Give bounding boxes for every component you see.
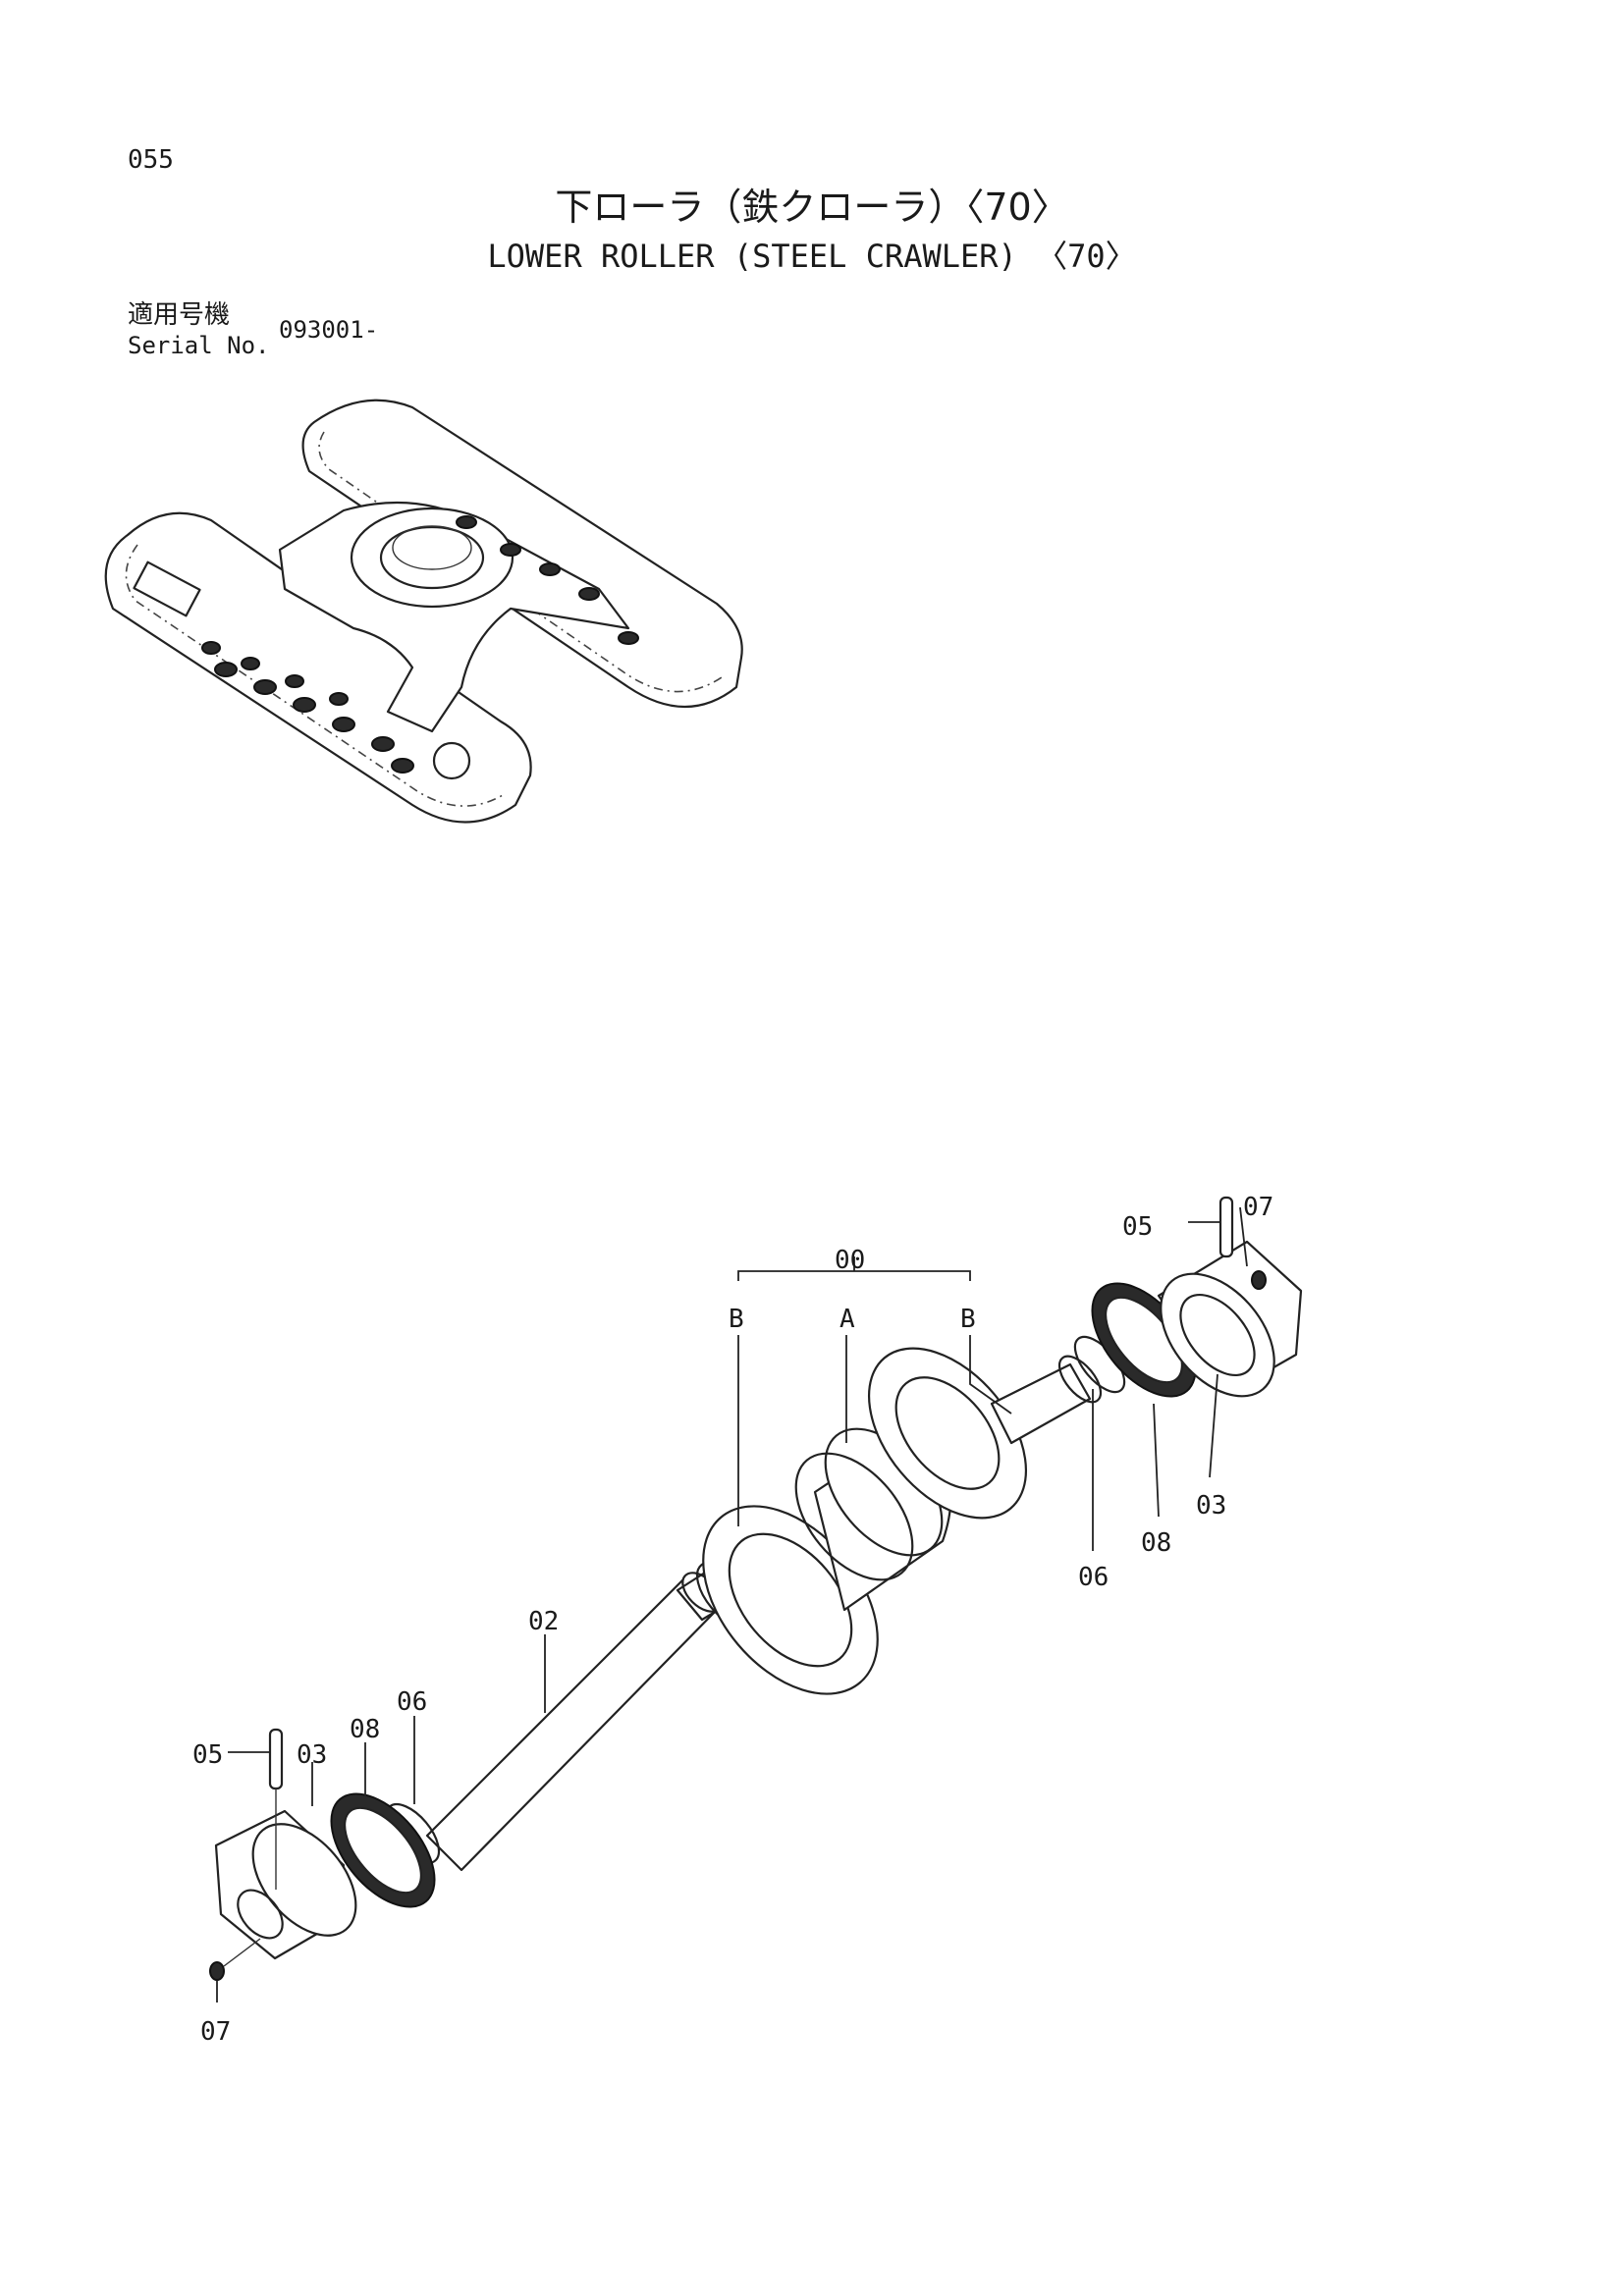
- page-title-english: LOWER ROLLER (STEEL CRAWLER) 〈70〉: [487, 238, 1137, 275]
- label-assembly-00: 00: [835, 1246, 865, 1275]
- label-roller-a: A: [839, 1305, 855, 1334]
- label-oring-06-right: 06: [1078, 1563, 1109, 1592]
- label-seal-08-right: 08: [1141, 1528, 1171, 1558]
- serial-label-japanese: 適用号機: [128, 300, 231, 330]
- lower-roller-exploded-view: [209, 1196, 1303, 1981]
- label-pin-05-left: 05: [192, 1740, 223, 1770]
- label-collar-03-right: 03: [1196, 1491, 1226, 1521]
- label-seal-08-left: 08: [350, 1715, 380, 1744]
- callout-labels: 00 A B B 02 05 07 03 08 06 05 03 08 06 0…: [192, 1193, 1273, 2047]
- label-plug-07-right: 07: [1243, 1193, 1273, 1222]
- serial-label-english: Serial No.: [128, 332, 270, 359]
- label-oring-06-left: 06: [397, 1687, 427, 1717]
- callout-leaders: [216, 1206, 1248, 2002]
- label-flange-b-right: B: [960, 1305, 976, 1334]
- page-title-japanese: 下ローラ（鉄クローラ）〈70〉: [555, 186, 1069, 229]
- label-shaft-02: 02: [528, 1607, 559, 1636]
- label-collar-03-left: 03: [297, 1740, 327, 1770]
- undercarriage-overview-illustration: [104, 399, 743, 824]
- serial-number-value: 093001-: [279, 316, 379, 344]
- page-number: 055: [128, 145, 174, 175]
- label-pin-05-right: 05: [1122, 1212, 1153, 1242]
- label-flange-b-left: B: [729, 1305, 744, 1334]
- label-plug-07-left: 07: [200, 2017, 231, 2047]
